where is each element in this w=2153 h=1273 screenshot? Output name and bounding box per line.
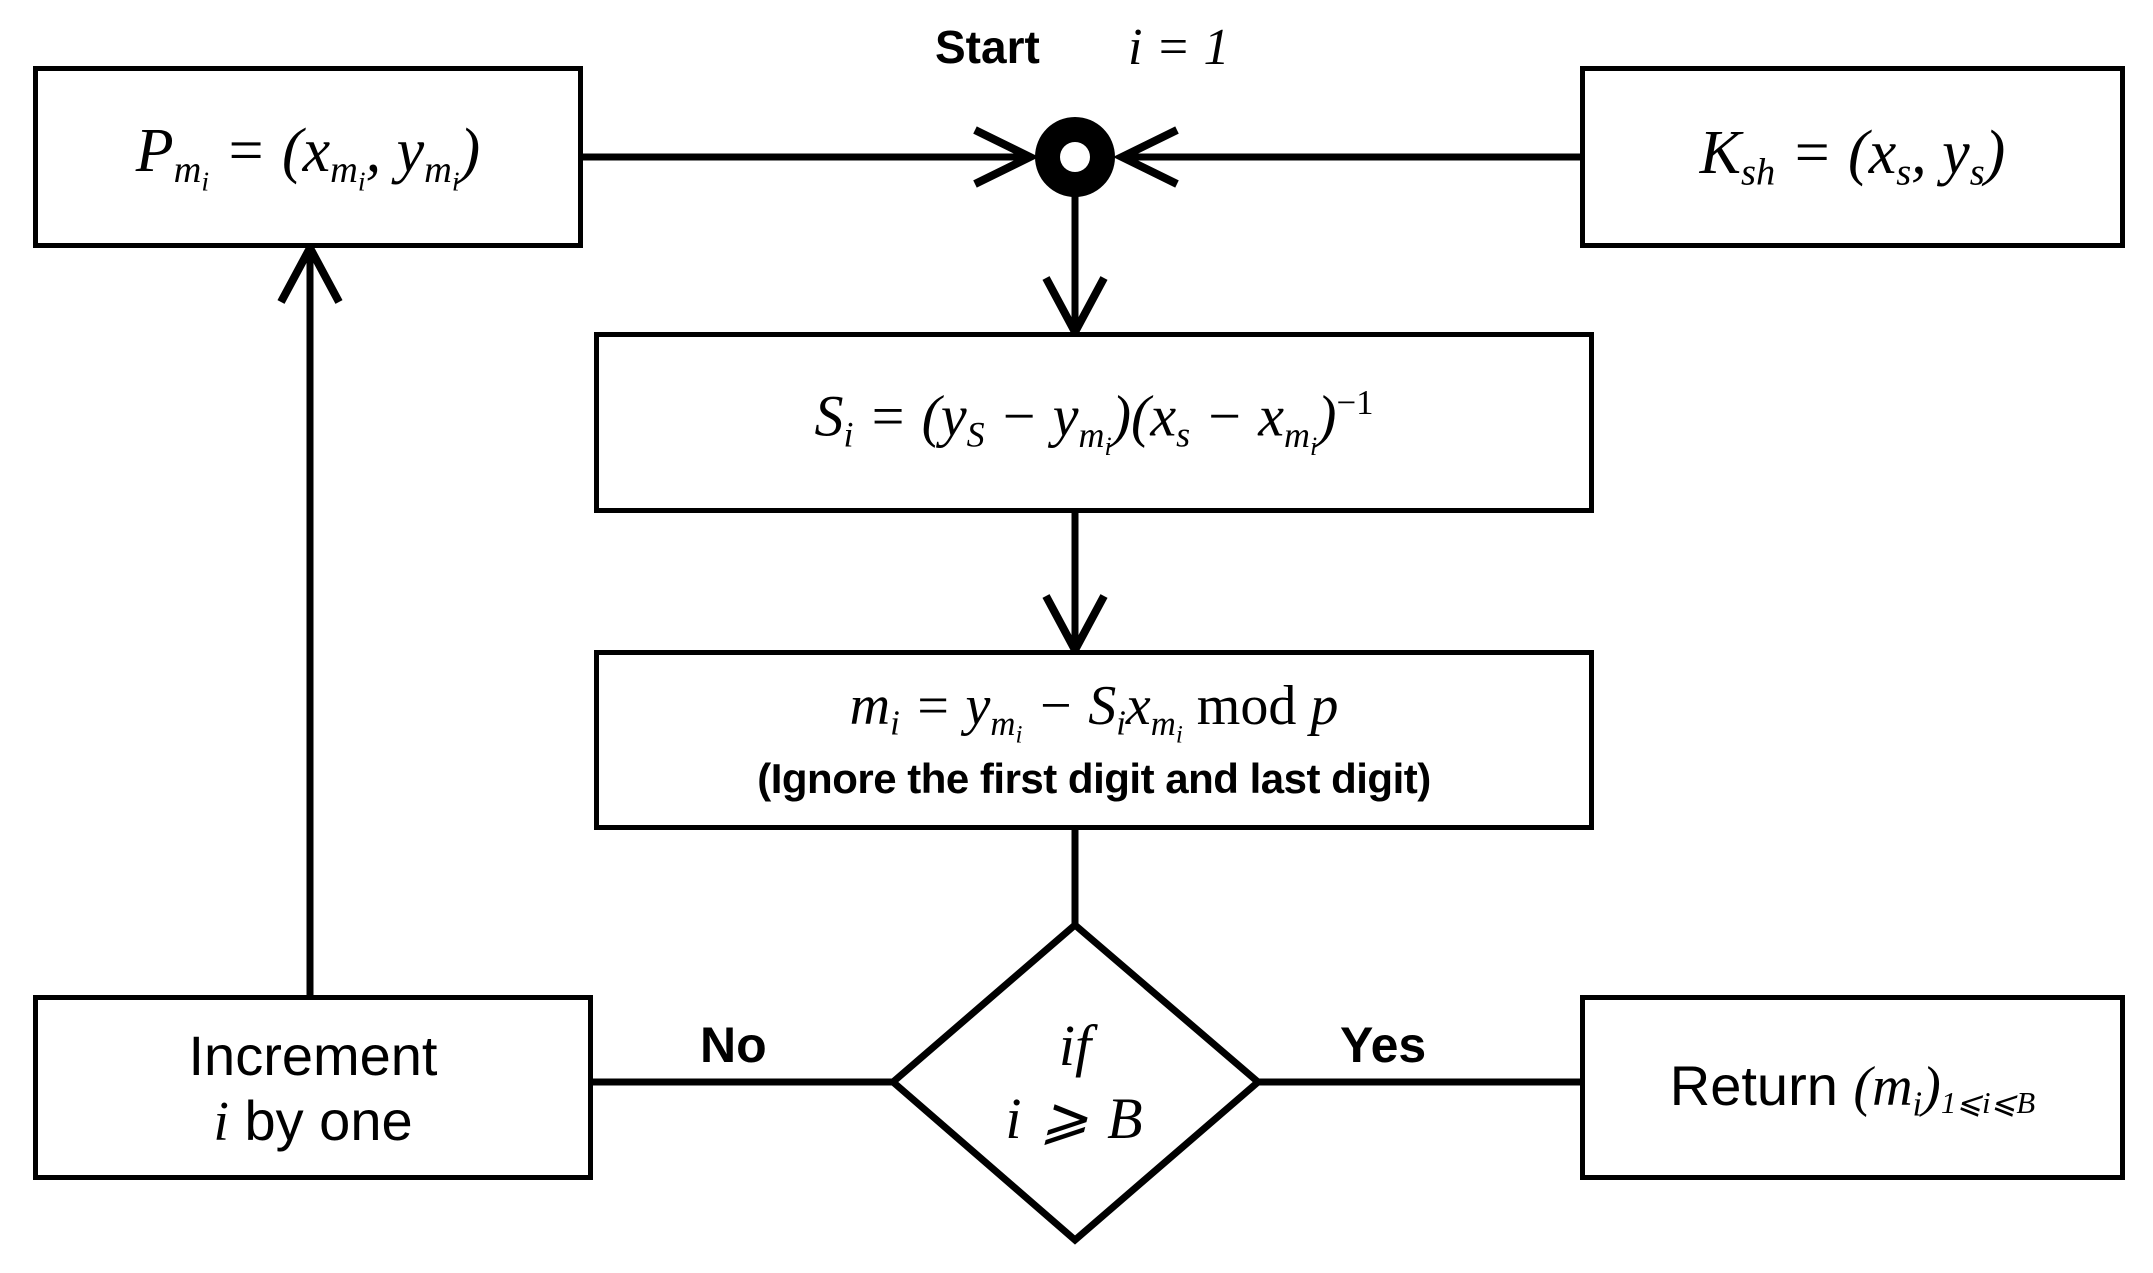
branch-label-yes: Yes (1340, 1017, 1427, 1073)
node-increment-line1: Increment (188, 1023, 438, 1087)
node-slope[interactable]: Si = (yS − ymi)(xs − xmi)−1 (594, 332, 1594, 513)
node-increment-variable: i (213, 1090, 229, 1153)
edge-start-to-slope (1042, 196, 1108, 341)
node-return-prefix: Return (1669, 1053, 1854, 1117)
edge-increment-to-pm (277, 239, 343, 995)
node-shared-key[interactable]: Ksh = (xs, ys) (1580, 66, 2125, 248)
node-message[interactable]: mi = ymi − Sixmi mod p (Ignore the first… (594, 650, 1594, 830)
decision-diamond (887, 920, 1264, 1245)
node-slope-text: Si = (yS − ymi)(xs − xmi)−1 (814, 383, 1374, 461)
start-node-icon (1035, 117, 1115, 197)
node-point-pm[interactable]: Pmi = (xmi, ymi) (33, 66, 583, 248)
edge-ksh-to-start (1112, 126, 1580, 188)
node-increment-line2: i by one (213, 1088, 412, 1153)
node-shared-key-text: Ksh = (xs, ys) (1699, 119, 2006, 194)
node-return-text: (mi)1⩽i⩽B (1853, 1055, 2036, 1123)
node-return-line: Return (mi)1⩽i⩽B (1670, 1053, 2035, 1123)
start-init-label: i = 1 (1128, 19, 1230, 76)
edge-slope-to-message (1042, 513, 1108, 659)
branch-label-no: No (700, 1017, 767, 1073)
node-return[interactable]: Return (mi)1⩽i⩽B (1580, 995, 2125, 1180)
node-point-pm-text: Pmi = (xmi, ymi) (135, 116, 481, 197)
edge-pm-to-start (583, 126, 1040, 188)
node-increment-suffix: by one (228, 1088, 413, 1152)
start-label: Start (935, 21, 1040, 73)
node-message-text: mi = ymi − Sixmi mod p (849, 675, 1339, 749)
node-message-note: (Ignore the first digit and last digit) (757, 754, 1431, 802)
node-increment[interactable]: Increment i by one (33, 995, 593, 1180)
